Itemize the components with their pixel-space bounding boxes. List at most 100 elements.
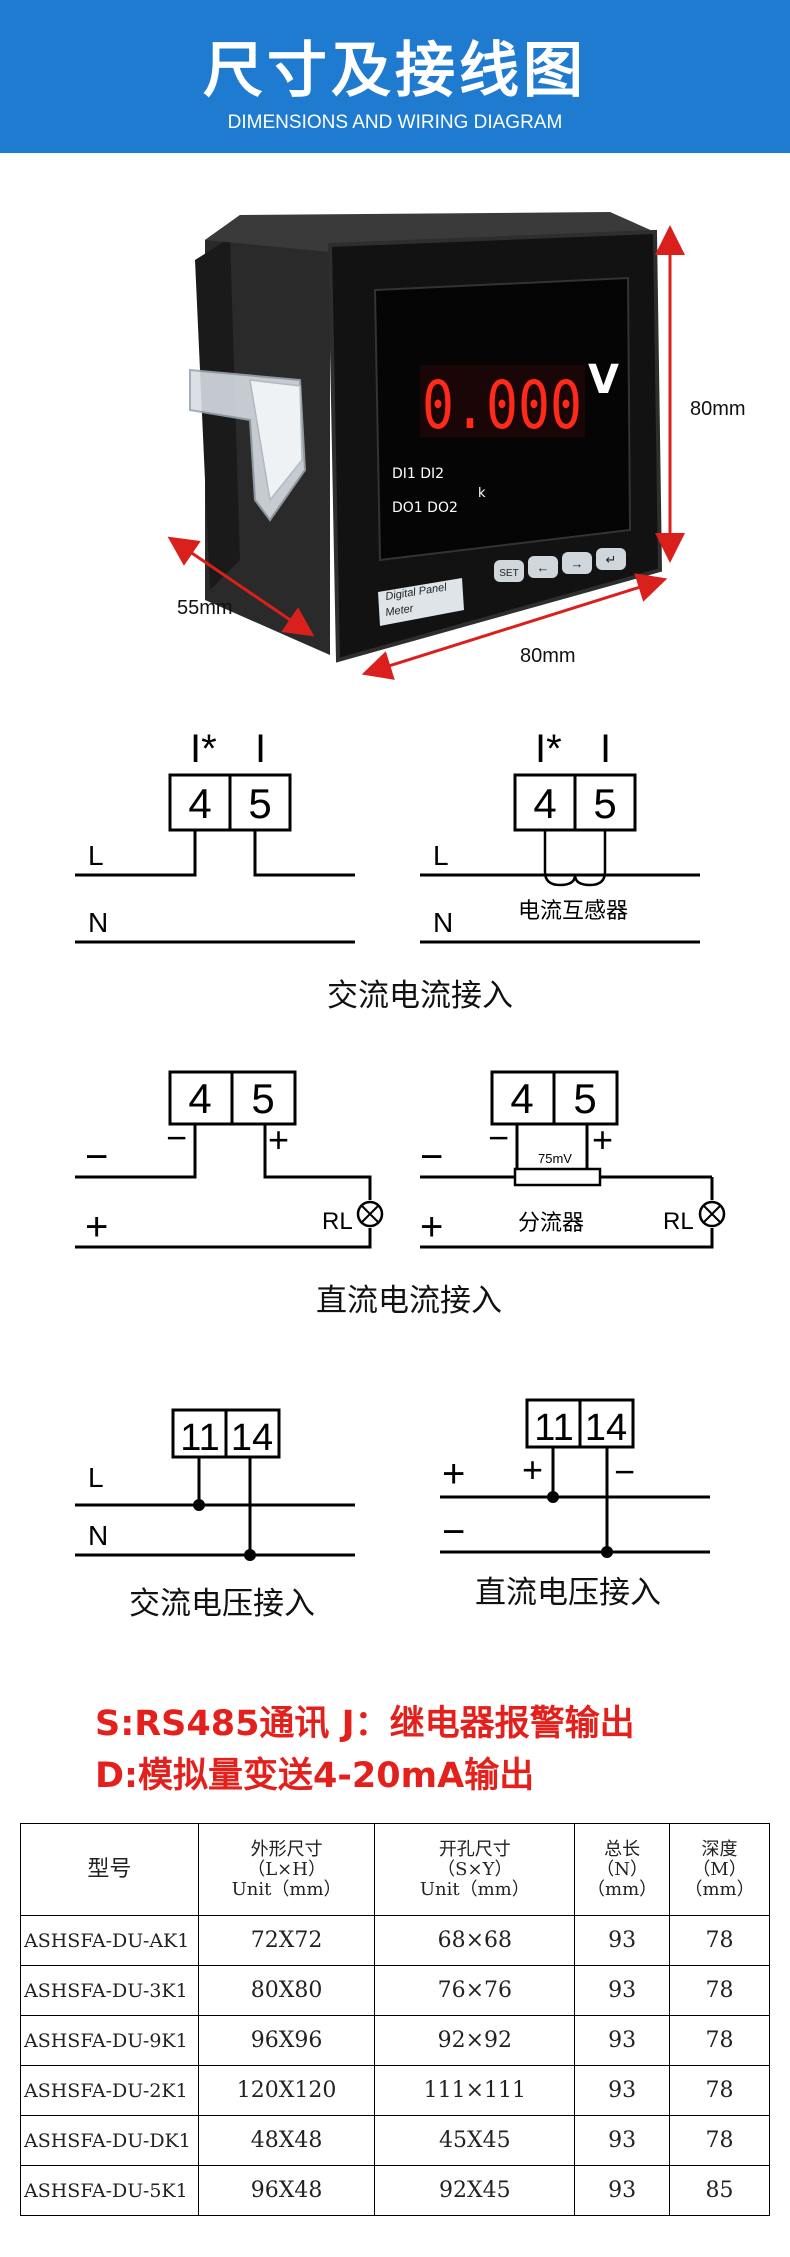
terminal-4: 4 [510, 1075, 533, 1122]
header-cutout-size: 开孔尺寸（S×Y）Unit（mm） [374, 1823, 576, 1916]
dim-height-label: 80mm [690, 398, 746, 420]
cell-model: ASHSFA-DU-AK1 [20, 1915, 199, 1966]
minus-sign: − [85, 1135, 108, 1179]
dc-current-shunt: 4 5 75mV − + − + RL 分流器 [420, 1070, 726, 1249]
cell-outline: 72X72 [197, 1915, 376, 1966]
cell-outline: 48X48 [197, 2115, 376, 2166]
rl-label: RL [322, 1208, 353, 1235]
cell-length: 93 [574, 2115, 671, 2166]
line-l-label: L [88, 840, 104, 871]
terminal-5: 5 [251, 1075, 274, 1122]
cell-model: ASHSFA-DU-5K1 [20, 2165, 199, 2216]
width-arrow [361, 573, 668, 680]
line-l-label: L [433, 840, 449, 871]
right-key-label: → [571, 556, 584, 571]
terminal-plus: + [522, 1449, 543, 1490]
cell-outline: 120X120 [197, 2065, 376, 2116]
header-total-length: 总长（N）（mm） [574, 1823, 671, 1916]
meter-body-top [205, 212, 655, 252]
cell-length: 93 [574, 1915, 671, 1966]
led-unit: V [588, 357, 619, 403]
dc-current-caption: 直流电流接入 [316, 1283, 502, 1319]
terminal-plus: + [268, 1119, 289, 1160]
right-key [562, 552, 592, 574]
k-label: k [478, 486, 486, 501]
terminal-label-i: I [600, 727, 611, 771]
terminal-4: 4 [188, 1075, 211, 1122]
cell-depth: 78 [669, 1915, 770, 1966]
cell-cutout: 45X45 [374, 2115, 576, 2166]
minus-sign: − [420, 1135, 443, 1179]
enter-key-label: ↵ [606, 552, 617, 567]
dimension-table: 型号 外形尺寸（L×H）Unit（mm） 开孔尺寸（S×Y）Unit（mm） 总… [20, 1823, 770, 2216]
terminal-4: 4 [188, 780, 211, 827]
terminal-label-i-star: I* [535, 727, 562, 771]
terminal-5: 5 [573, 1075, 596, 1122]
line-n-label: N [88, 1520, 108, 1551]
line-n-label: N [88, 907, 108, 938]
cell-depth: 85 [669, 2165, 770, 2216]
table-row: ASHSFA-DU-3K1 80X80 76×76 93 78 [20, 1965, 770, 2016]
cell-length: 93 [574, 2165, 671, 2216]
table-row: ASHSFA-DU-DK1 48X48 45X45 93 78 [20, 2115, 770, 2166]
line-n-label: N [433, 907, 453, 938]
cell-depth: 78 [669, 2015, 770, 2066]
cell-length: 93 [574, 2015, 671, 2066]
terminal-minus: − [166, 1117, 187, 1158]
led-display: 0.000 [422, 367, 582, 444]
terminal-5: 5 [248, 780, 271, 827]
terminal-minus: − [488, 1117, 509, 1158]
terminal-14: 14 [231, 1417, 273, 1459]
cell-model: ASHSFA-DU-DK1 [20, 2115, 199, 2166]
cell-model: ASHSFA-DU-9K1 [20, 2015, 199, 2066]
header-banner: 尺寸及接线图 DIMENSIONS AND WIRING DIAGRAM [0, 0, 790, 153]
ac-current-caption: 交流电流接入 [327, 978, 513, 1014]
shunt-label: 分流器 [518, 1211, 584, 1236]
terminal-label-i-star: I* [190, 727, 217, 771]
cell-cutout: 92X45 [374, 2165, 576, 2216]
terminal-plus: + [592, 1119, 613, 1160]
plus-sign: + [85, 1205, 108, 1249]
ac-voltage-caption: 交流电压接入 [129, 1586, 315, 1622]
dc-voltage: 11 14 + − + − [440, 1398, 710, 1558]
terminal-14: 14 [585, 1407, 627, 1449]
table-row: ASHSFA-DU-AK1 72X72 68×68 93 78 [20, 1915, 770, 1966]
product-illustration: 0.000 V DI1 DI2 DO1 DO2 k SET ← → ↵ Digi… [167, 212, 746, 680]
header-depth: 深度（M）（mm） [669, 1823, 770, 1916]
enter-key [596, 548, 626, 570]
cell-outline: 80X80 [197, 1965, 376, 2016]
shunt-value-label: 75mV [538, 1151, 572, 1166]
depth-arrow [167, 536, 315, 637]
dc-voltage-caption: 直流电压接入 [475, 1575, 661, 1611]
do-label: DO1 DO2 [392, 500, 458, 516]
table-row: ASHSFA-DU-9K1 96X96 92×92 93 78 [20, 2015, 770, 2066]
rl-label: RL [663, 1208, 694, 1235]
cell-model: ASHSFA-DU-3K1 [20, 1965, 199, 2016]
cell-depth: 78 [669, 2115, 770, 2166]
table-header-row: 型号 外形尺寸（L×H）Unit（mm） 开孔尺寸（S×Y）Unit（mm） 总… [20, 1823, 770, 1916]
table-row: ASHSFA-DU-2K1 120X120 111×111 93 78 [20, 2065, 770, 2116]
plus-sign: + [420, 1205, 443, 1249]
plus-sign: + [442, 1452, 465, 1496]
page-subtitle: DIMENSIONS AND WIRING DIAGRAM [227, 112, 563, 133]
ac-voltage: 11 14 L N [75, 1408, 355, 1561]
ct-label: 电流互感器 [518, 899, 628, 924]
terminal-label-i: I [255, 727, 266, 771]
cell-cutout: 76×76 [374, 1965, 576, 2016]
cell-depth: 78 [669, 2065, 770, 2116]
header-outline-size: 外形尺寸（L×H）Unit（mm） [197, 1823, 376, 1916]
cell-cutout: 92×92 [374, 2015, 576, 2066]
ac-current-direct: I* I 4 5 L N [75, 727, 355, 944]
left-key-label: ← [537, 560, 550, 575]
di-label: DI1 DI2 [392, 466, 444, 482]
terminal-11: 11 [180, 1417, 219, 1459]
terminal-11: 11 [534, 1407, 573, 1449]
cell-outline: 96X48 [197, 2165, 376, 2216]
table-row: ASHSFA-DU-5K1 96X48 92X45 93 85 [20, 2165, 770, 2216]
terminal-4: 4 [533, 780, 556, 827]
cell-length: 93 [574, 1965, 671, 2016]
dc-current-direct: 4 5 − + − + RL [75, 1070, 384, 1249]
terminal-minus: − [614, 1451, 635, 1492]
cell-cutout: 111×111 [374, 2065, 576, 2116]
dim-width-label: 80mm [520, 645, 576, 667]
